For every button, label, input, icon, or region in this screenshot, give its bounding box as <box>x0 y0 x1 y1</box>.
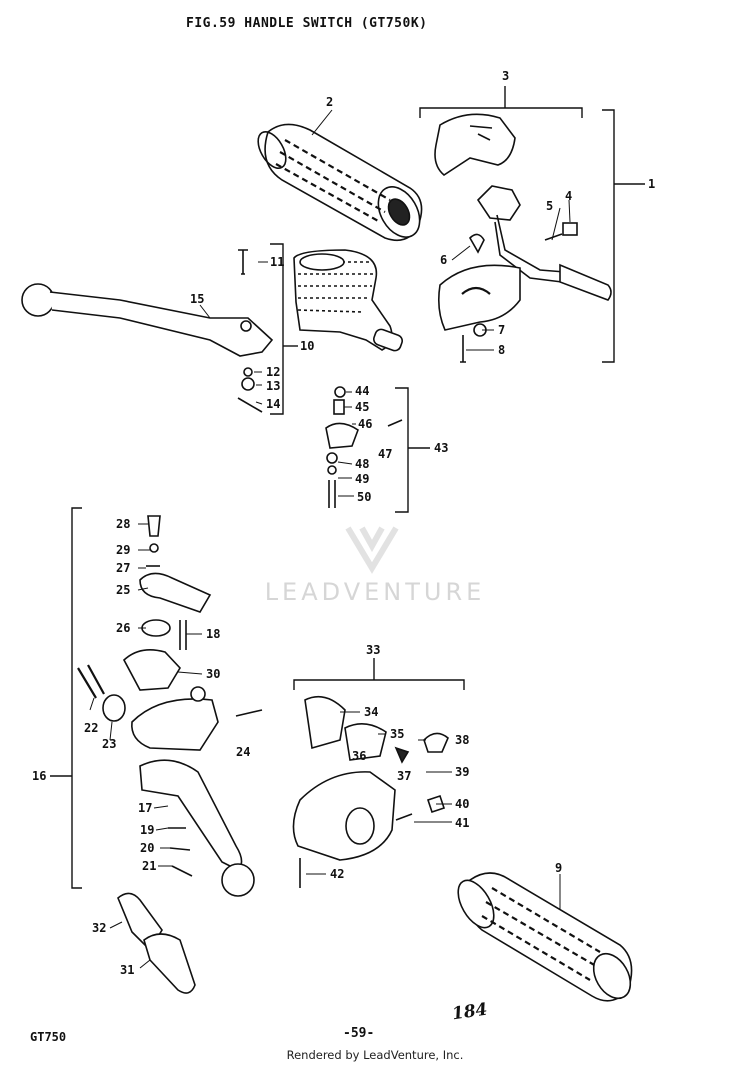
callout-30: 30 <box>206 667 220 681</box>
callout-6: 6 <box>440 253 447 267</box>
callout-43: 43 <box>434 441 448 455</box>
callout-25: 25 <box>116 583 130 597</box>
callout-29: 29 <box>116 543 130 557</box>
callout-42: 42 <box>330 867 344 881</box>
left-grip-illustration <box>457 872 633 1002</box>
callout-39: 39 <box>455 765 469 779</box>
callout-10: 10 <box>300 339 314 353</box>
callout-47: 47 <box>378 447 392 461</box>
callout-19: 19 <box>140 823 154 837</box>
callout-24: 24 <box>236 745 250 759</box>
callout-37: 37 <box>397 769 411 783</box>
group-brackets <box>50 86 645 889</box>
rendered-by-credit: Rendered by LeadVenture, Inc. <box>286 1048 464 1062</box>
callout-1: 1 <box>648 177 655 191</box>
callout-15: 15 <box>190 292 204 306</box>
callout-33: 33 <box>366 643 380 657</box>
callout-21: 21 <box>142 859 156 873</box>
model-label: GT750 <box>30 1030 67 1044</box>
callout-50: 50 <box>357 490 371 504</box>
brake-lever-illustration <box>21 283 274 357</box>
callout-38: 38 <box>455 733 469 747</box>
callout-5: 5 <box>546 199 553 213</box>
callout-49: 49 <box>355 472 369 486</box>
callout-18: 18 <box>206 627 220 641</box>
callout-2: 2 <box>326 95 333 109</box>
callout-13: 13 <box>266 379 280 393</box>
callout-26: 26 <box>116 621 130 635</box>
page-number: -59- <box>343 1026 375 1041</box>
throttle-grip-illustration <box>257 123 423 242</box>
callout-27: 27 <box>116 561 130 575</box>
watermark-text: LEADVENTURE <box>264 578 486 606</box>
callout-34: 34 <box>364 705 378 719</box>
callout-14: 14 <box>266 397 280 411</box>
callout-45: 45 <box>355 400 369 414</box>
callout-36: 36 <box>352 749 366 763</box>
callout-9: 9 <box>555 861 562 875</box>
brake-master-cylinder-illustration <box>238 249 404 352</box>
callout-46: 46 <box>358 417 372 431</box>
callout-12: 12 <box>266 365 280 379</box>
callout-22: 22 <box>84 721 98 735</box>
leader-lines <box>89 109 571 969</box>
switch-housing-upper-illustration <box>434 113 516 176</box>
switch-subassembly-illustration <box>325 386 403 508</box>
callout-32: 32 <box>92 921 106 935</box>
callout-31: 31 <box>120 963 134 977</box>
callout-48: 48 <box>355 457 369 471</box>
callout-8: 8 <box>498 343 505 357</box>
right-switch-assembly-illustration <box>438 185 612 363</box>
callout-41: 41 <box>455 816 469 830</box>
callout-16: 16 <box>32 769 46 783</box>
left-switch-housing-illustration <box>292 695 449 888</box>
watermark-logo <box>345 526 399 574</box>
small-hardware-illustration <box>237 367 263 413</box>
callout-28: 28 <box>116 517 130 531</box>
callout-11: 11 <box>270 255 284 269</box>
callout-20: 20 <box>140 841 154 855</box>
boot-covers-illustration <box>117 892 196 994</box>
part-callout-numbers: 3 2 1 4 5 6 7 8 11 15 10 12 13 14 44 45 … <box>32 69 655 977</box>
callout-4: 4 <box>565 189 572 203</box>
callout-35: 35 <box>390 727 404 741</box>
callout-44: 44 <box>355 384 369 398</box>
callout-7: 7 <box>498 323 505 337</box>
callout-17: 17 <box>138 801 152 815</box>
callout-40: 40 <box>455 797 469 811</box>
clutch-lever-assembly-illustration <box>77 515 263 897</box>
callout-23: 23 <box>102 737 116 751</box>
callout-3: 3 <box>502 69 509 83</box>
figure-title: FIG.59 HANDLE SWITCH (GT750K) <box>186 16 428 31</box>
